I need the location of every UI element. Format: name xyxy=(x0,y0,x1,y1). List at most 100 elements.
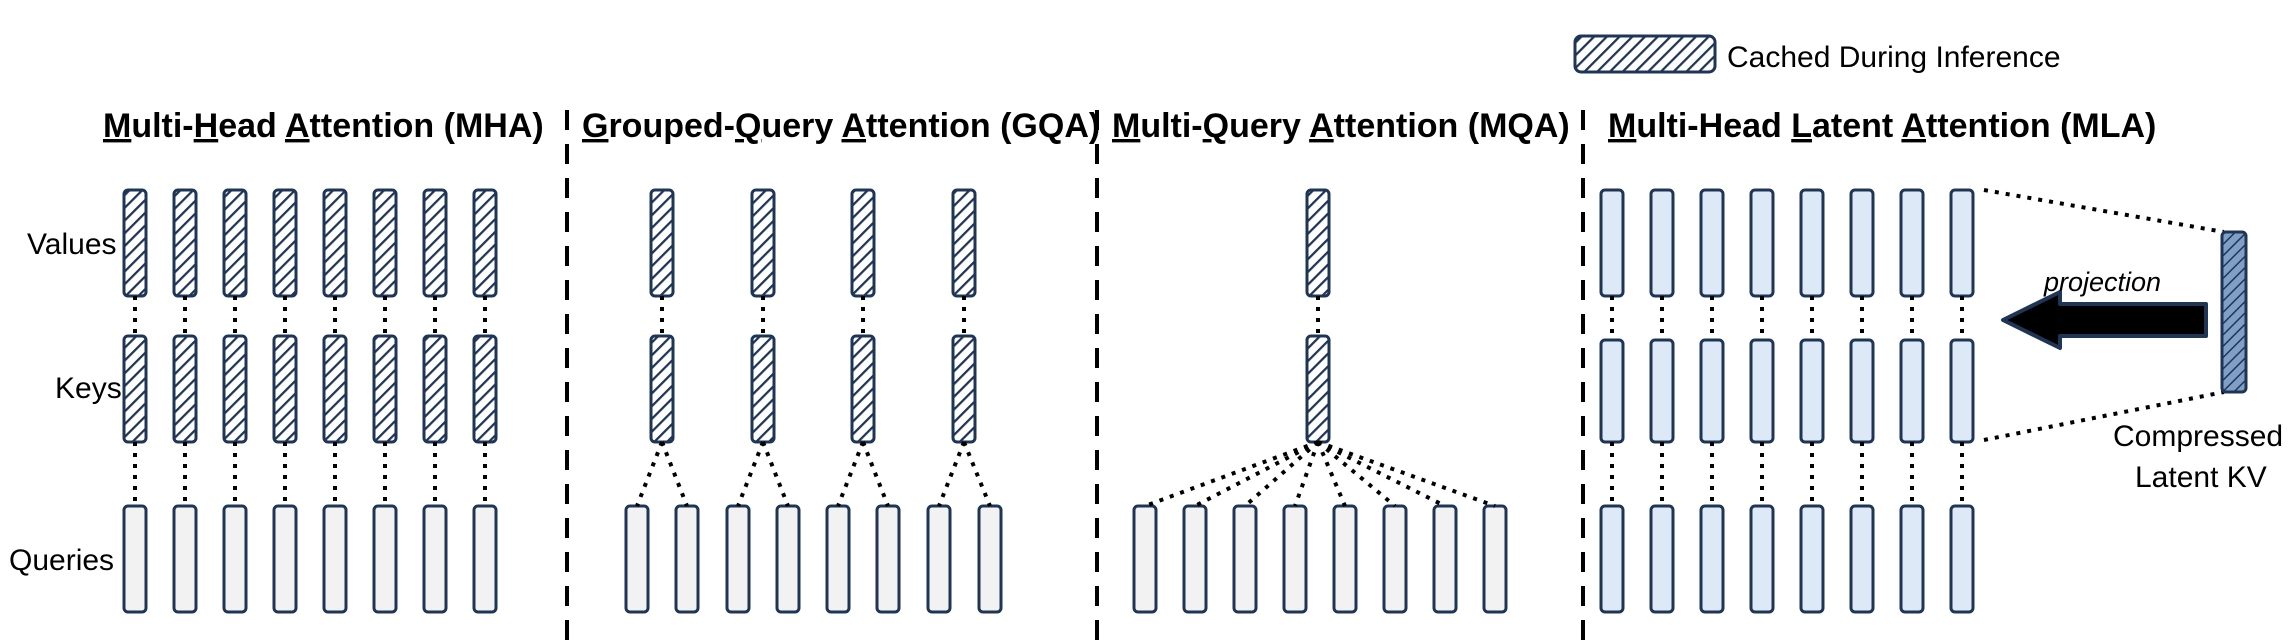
mla-latent-group: projection Compressed Latent KV xyxy=(1983,188,2283,494)
key-head xyxy=(649,334,675,444)
query-head xyxy=(172,504,198,614)
value-head xyxy=(122,188,148,298)
value-head xyxy=(322,188,348,298)
key-head xyxy=(1305,334,1331,444)
key-query-link xyxy=(1194,440,1319,508)
value-head xyxy=(1799,188,1825,298)
key-query-link xyxy=(761,441,790,507)
panel-mqa xyxy=(1132,188,1508,614)
query-head xyxy=(1649,504,1675,614)
latent-kv-label-line1: Compressed xyxy=(2113,420,2283,453)
query-head xyxy=(122,504,148,614)
query-head xyxy=(1432,504,1458,614)
row-label-values: Values xyxy=(27,228,117,261)
key-head xyxy=(372,334,398,444)
key-head xyxy=(1699,338,1725,444)
key-query-link xyxy=(836,441,865,507)
key-query-link xyxy=(962,441,992,507)
key-head xyxy=(1599,338,1625,444)
query-head xyxy=(926,504,952,614)
latent-kv-label-line2: Latent KV xyxy=(2135,461,2267,494)
query-head xyxy=(1182,504,1208,614)
value-head xyxy=(750,188,776,298)
panel-title-mha: Multi-Head Attention (MHA) xyxy=(103,107,544,145)
query-head xyxy=(422,504,448,614)
key-head xyxy=(222,334,248,444)
value-head xyxy=(1849,188,1875,298)
value-head xyxy=(472,188,498,298)
query-head xyxy=(272,504,298,614)
legend-label: Cached During Inference xyxy=(1727,41,2061,74)
panel-gqa xyxy=(624,188,1003,614)
query-head xyxy=(825,504,851,614)
latent-connector-top xyxy=(1983,188,2225,234)
query-head xyxy=(977,504,1003,614)
query-head xyxy=(1232,504,1258,614)
value-head xyxy=(1749,188,1775,298)
query-head xyxy=(624,504,650,614)
key-head xyxy=(1849,338,1875,444)
row-label-keys: Keys xyxy=(55,372,122,405)
projection-label: projection xyxy=(2043,267,2161,297)
value-head xyxy=(1949,188,1975,298)
panel-title-mqa: Multi-Query Attention (MQA) xyxy=(1112,107,1570,145)
key-query-link xyxy=(1144,440,1319,508)
query-head xyxy=(322,504,348,614)
value-head xyxy=(172,188,198,298)
query-head xyxy=(1949,504,1975,614)
query-head xyxy=(1382,504,1408,614)
query-head xyxy=(1749,504,1775,614)
value-head xyxy=(422,188,448,298)
value-head xyxy=(372,188,398,298)
query-head xyxy=(372,504,398,614)
query-head xyxy=(875,504,901,614)
latent-connector-bottom xyxy=(1983,390,2225,442)
query-head xyxy=(1332,504,1358,614)
query-head xyxy=(1849,504,1875,614)
query-head xyxy=(1899,504,1925,614)
projection-arrow xyxy=(2001,290,2208,350)
key-head xyxy=(1949,338,1975,444)
query-head xyxy=(725,504,751,614)
query-head xyxy=(1482,504,1508,614)
key-head xyxy=(951,334,977,444)
value-head xyxy=(951,188,977,298)
panel-mla xyxy=(1599,188,1975,614)
key-head xyxy=(1799,338,1825,444)
key-query-link xyxy=(937,441,966,507)
value-head xyxy=(1649,188,1675,298)
key-head xyxy=(1649,338,1675,444)
key-head xyxy=(422,334,448,444)
key-head xyxy=(750,334,776,444)
panel-title-mla: Multi-Head Latent Attention (MLA) xyxy=(1608,107,2156,145)
query-head xyxy=(1599,504,1625,614)
key-head xyxy=(850,334,876,444)
key-query-link xyxy=(736,441,765,507)
key-head xyxy=(172,334,198,444)
query-head xyxy=(472,504,498,614)
value-head xyxy=(1899,188,1925,298)
value-head xyxy=(1305,188,1331,298)
legend: Cached During Inference xyxy=(1573,34,2061,74)
value-head xyxy=(222,188,248,298)
key-query-link xyxy=(1317,440,1496,508)
latent-kv-bar xyxy=(2220,230,2248,394)
value-head xyxy=(272,188,298,298)
key-query-link xyxy=(1316,441,1347,507)
key-head xyxy=(122,334,148,444)
key-query-link xyxy=(861,441,890,507)
row-label-queries: Queries xyxy=(9,544,114,577)
query-head xyxy=(1699,504,1725,614)
panel-mha xyxy=(122,188,498,614)
value-head xyxy=(1599,188,1625,298)
key-query-link xyxy=(1243,440,1320,508)
value-head xyxy=(850,188,876,298)
query-head xyxy=(1799,504,1825,614)
key-query-link xyxy=(635,441,664,507)
query-head xyxy=(1132,504,1158,614)
query-head xyxy=(775,504,801,614)
query-head xyxy=(674,504,700,614)
key-query-link xyxy=(660,441,689,507)
key-query-link xyxy=(1293,441,1320,507)
key-head xyxy=(272,334,298,444)
